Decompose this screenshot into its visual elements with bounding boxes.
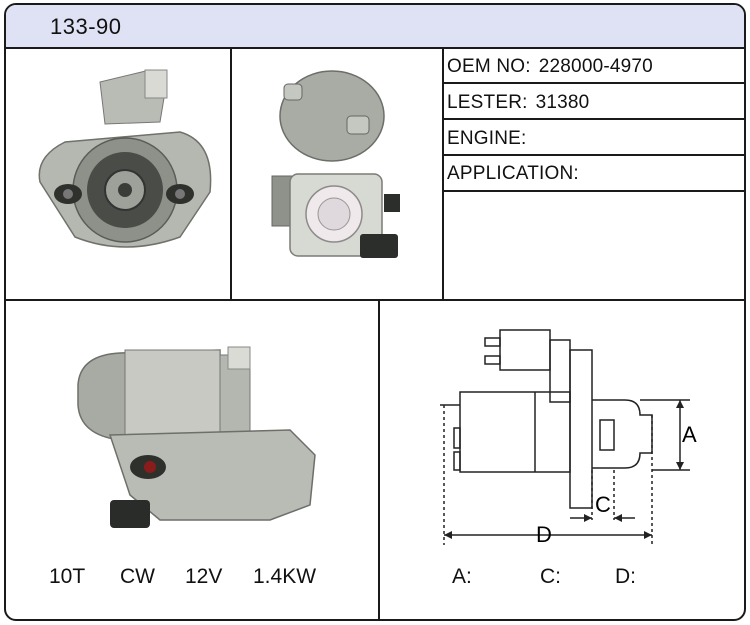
dimension-d-field: D: (615, 565, 636, 588)
dimension-a-label: A (682, 422, 697, 447)
part-number-title: 133-90 (50, 14, 122, 39)
starter-side-photo (77, 346, 316, 528)
solenoid-terminal (499, 329, 551, 371)
rating-rotation: CW (120, 565, 155, 588)
motor-body (459, 391, 571, 473)
pinion (599, 419, 615, 451)
rating-voltage: 12V (185, 565, 223, 588)
divider (442, 47, 444, 300)
spec-lester: LESTER: 31380 (447, 92, 589, 114)
dimension-d-label: D (536, 522, 552, 547)
rating-teeth: 10T (49, 565, 86, 588)
spec-value: 31380 (535, 92, 590, 113)
dimension-diagram: A C D (440, 329, 697, 547)
spec-value: 228000-4970 (538, 56, 653, 77)
dimension-a-field: A: (452, 565, 472, 588)
spec-label: APPLICATION: (447, 163, 579, 184)
starter-rear-photo (271, 70, 400, 258)
divider (442, 154, 744, 156)
spec-label: OEM NO: (447, 56, 531, 77)
spec-label: ENGINE: (447, 128, 527, 149)
divider (442, 118, 744, 120)
divider (442, 190, 744, 192)
nose-housing (592, 399, 653, 469)
spec-application: APPLICATION: (447, 163, 587, 185)
divider (6, 299, 744, 301)
divider (378, 299, 380, 619)
spec-engine: ENGINE: (447, 128, 535, 150)
divider (442, 82, 744, 84)
rating-power: 1.4KW (253, 565, 317, 588)
mounting-flange (569, 349, 593, 509)
spec-label: LESTER: (447, 92, 528, 113)
spec-oem: OEM NO: 228000-4970 (447, 56, 653, 78)
dimension-c-label: C (595, 492, 611, 517)
divider (230, 47, 232, 300)
title-bar: 133-90 (6, 5, 744, 49)
starter-front-photo (38, 69, 212, 248)
dimension-c-field: C: (540, 565, 561, 588)
